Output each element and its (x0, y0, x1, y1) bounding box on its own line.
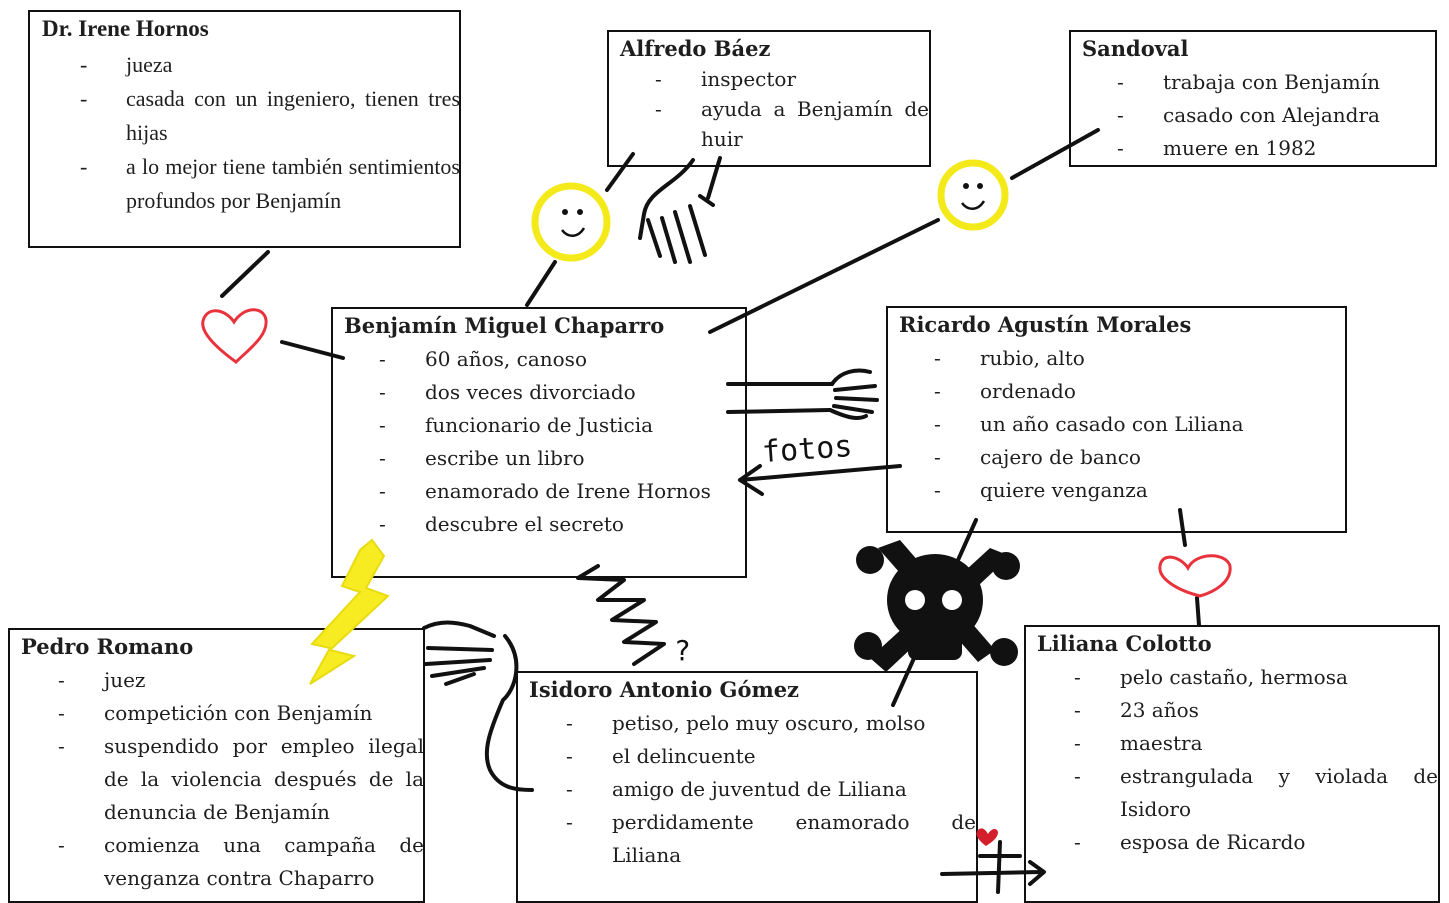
spring-icon (576, 564, 666, 666)
connector-line (1010, 128, 1100, 180)
trait-item: descubre el secreto (333, 508, 745, 541)
card-sandoval: Sandoval trabaja con Benjamín casado con… (1069, 30, 1437, 167)
smiley-icon (937, 159, 1009, 231)
hand-icon (638, 158, 715, 264)
card-title: Isidoro Antonio Gómez (529, 677, 799, 702)
trait-list: petiso, pelo muy oscuro, molso el delinc… (518, 707, 976, 872)
hand-icon (422, 620, 496, 686)
trait-item: casada con un ingeniero, tienen tres hij… (30, 82, 460, 150)
trait-item: quiere venganza (888, 474, 1345, 507)
trait-item: dos veces divorciado (333, 376, 745, 409)
trait-list: juez competición con Benjamín suspendido… (10, 664, 424, 895)
trait-list: pelo castaño, hermosa 23 años maestra es… (1026, 661, 1438, 859)
trait-item: petiso, pelo muy oscuro, molso (518, 707, 976, 740)
trait-item: un año casado con Liliana (888, 408, 1345, 441)
card-alfredo-baez: Alfredo Báez inspector ayuda a Benjamín … (607, 30, 931, 167)
fotos-label: fotos (760, 428, 854, 471)
trait-list: rubio, alto ordenado un año casado con L… (888, 342, 1345, 507)
trait-list: 60 años, canoso dos veces divorciado fun… (333, 343, 745, 541)
arrow-icon (738, 464, 902, 496)
trait-item: maestra (1026, 727, 1438, 760)
trait-list: inspector ayuda a Benjamín de huir (609, 64, 929, 154)
hand-icon (828, 368, 879, 420)
card-title: Pedro Romano (21, 634, 194, 659)
connector-line (525, 260, 557, 307)
trait-item: 60 años, canoso (333, 343, 745, 376)
card-title: Alfredo Báez (620, 36, 771, 61)
trait-item: inspector (609, 64, 929, 94)
card-title: Benjamín Miguel Chaparro (344, 313, 665, 338)
connector-line (280, 340, 345, 360)
trait-list: jueza casada con un ingeniero, tienen tr… (30, 48, 460, 218)
card-title: Liliana Colotto (1037, 631, 1212, 656)
connector-line (1178, 508, 1187, 547)
card-ricardo-morales: Ricardo Agustín Morales rubio, alto orde… (886, 306, 1347, 533)
trait-item: estrangulada y violada de Isidoro (1026, 760, 1438, 826)
trait-item: perdidamente enamorado de Liliana (518, 806, 976, 872)
trait-item: esposa de Ricardo (1026, 826, 1438, 859)
trait-item: escribe un libro (333, 442, 745, 475)
question-mark: ? (674, 634, 691, 667)
trait-item: suspendido por empleo ilegal de la viole… (10, 730, 424, 829)
card-irene-hornos: Dr. Irene Hornos jueza casada con un ing… (28, 10, 461, 248)
heart-icon (976, 828, 998, 846)
card-pedro-romano: Pedro Romano juez competición con Benjam… (8, 628, 425, 903)
trait-item: enamorado de Irene Hornos (333, 475, 745, 508)
lightning-icon (309, 538, 390, 685)
trait-item: jueza (30, 48, 460, 82)
trait-item: 23 años (1026, 694, 1438, 727)
trait-item: ordenado (888, 375, 1345, 408)
trait-item: pelo castaño, hermosa (1026, 661, 1438, 694)
trait-item: ayuda a Benjamín de huir (609, 94, 929, 154)
trait-item: rubio, alto (888, 342, 1345, 375)
trait-item: casado con Alejandra (1071, 99, 1435, 132)
card-title: Ricardo Agustín Morales (899, 312, 1192, 337)
card-liliana-colotto: Liliana Colotto pelo castaño, hermosa 23… (1024, 625, 1440, 903)
connector-line (708, 218, 940, 334)
connector-line (1195, 596, 1201, 627)
trait-item: cajero de banco (888, 441, 1345, 474)
connector-line (605, 152, 635, 192)
trait-item: amigo de juventud de Liliana (518, 773, 976, 806)
cross-icon (940, 840, 1046, 894)
trait-item: competición con Benjamín (10, 697, 424, 730)
connector-line (726, 408, 832, 414)
trait-item: el delincuente (518, 740, 976, 773)
card-benjamin-chaparro: Benjamín Miguel Chaparro 60 años, canoso… (331, 307, 747, 578)
trait-item: juez (10, 664, 424, 697)
trait-item: comienza una campaña de venganza contra … (10, 829, 424, 895)
connector-curve (484, 634, 534, 792)
smiley-icon (531, 182, 611, 262)
trait-item: trabaja con Benjamín (1071, 66, 1435, 99)
card-isidoro-gomez: Isidoro Antonio Gómez petiso, pelo muy o… (516, 671, 978, 903)
card-title: Sandoval (1082, 36, 1189, 61)
trait-item: muere en 1982 (1071, 132, 1435, 165)
card-title: Dr. Irene Hornos (42, 16, 209, 41)
heart-icon (1158, 554, 1232, 598)
trait-list: trabaja con Benjamín casado con Alejandr… (1071, 66, 1435, 165)
heart-icon (201, 308, 268, 364)
trait-item: a lo mejor tiene también sentimientos pr… (30, 150, 460, 218)
skull-crossbones-icon (854, 540, 1020, 672)
trait-item: funcionario de Justicia (333, 409, 745, 442)
connector-line (220, 250, 270, 298)
